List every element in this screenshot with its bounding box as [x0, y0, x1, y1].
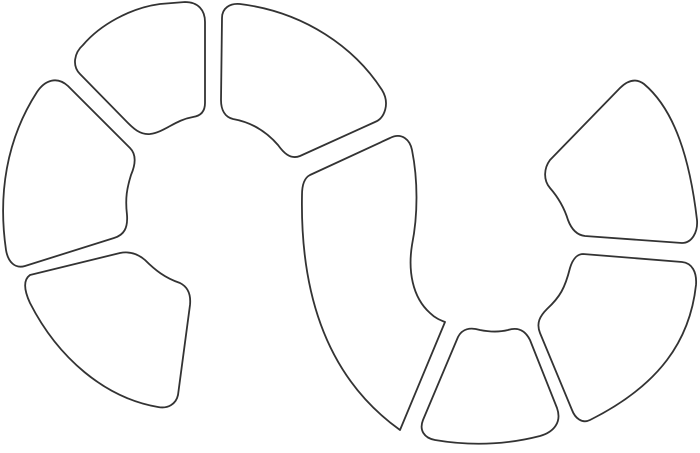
right-ring-segment-bottom	[420, 327, 560, 445]
left-ring-segment-top	[220, 3, 387, 158]
right-ring-segment-right	[537, 253, 697, 423]
center-arc-segment	[301, 135, 446, 431]
left-ring	[2, 1, 387, 409]
left-ring-segment-left	[2, 79, 136, 268]
right-ring-segment-top-right	[544, 79, 698, 244]
left-ring-segment-bottom-left	[24, 251, 192, 409]
right-ring	[420, 79, 698, 445]
center-arc	[301, 135, 446, 431]
left-ring-segment-top-left	[74, 1, 206, 135]
